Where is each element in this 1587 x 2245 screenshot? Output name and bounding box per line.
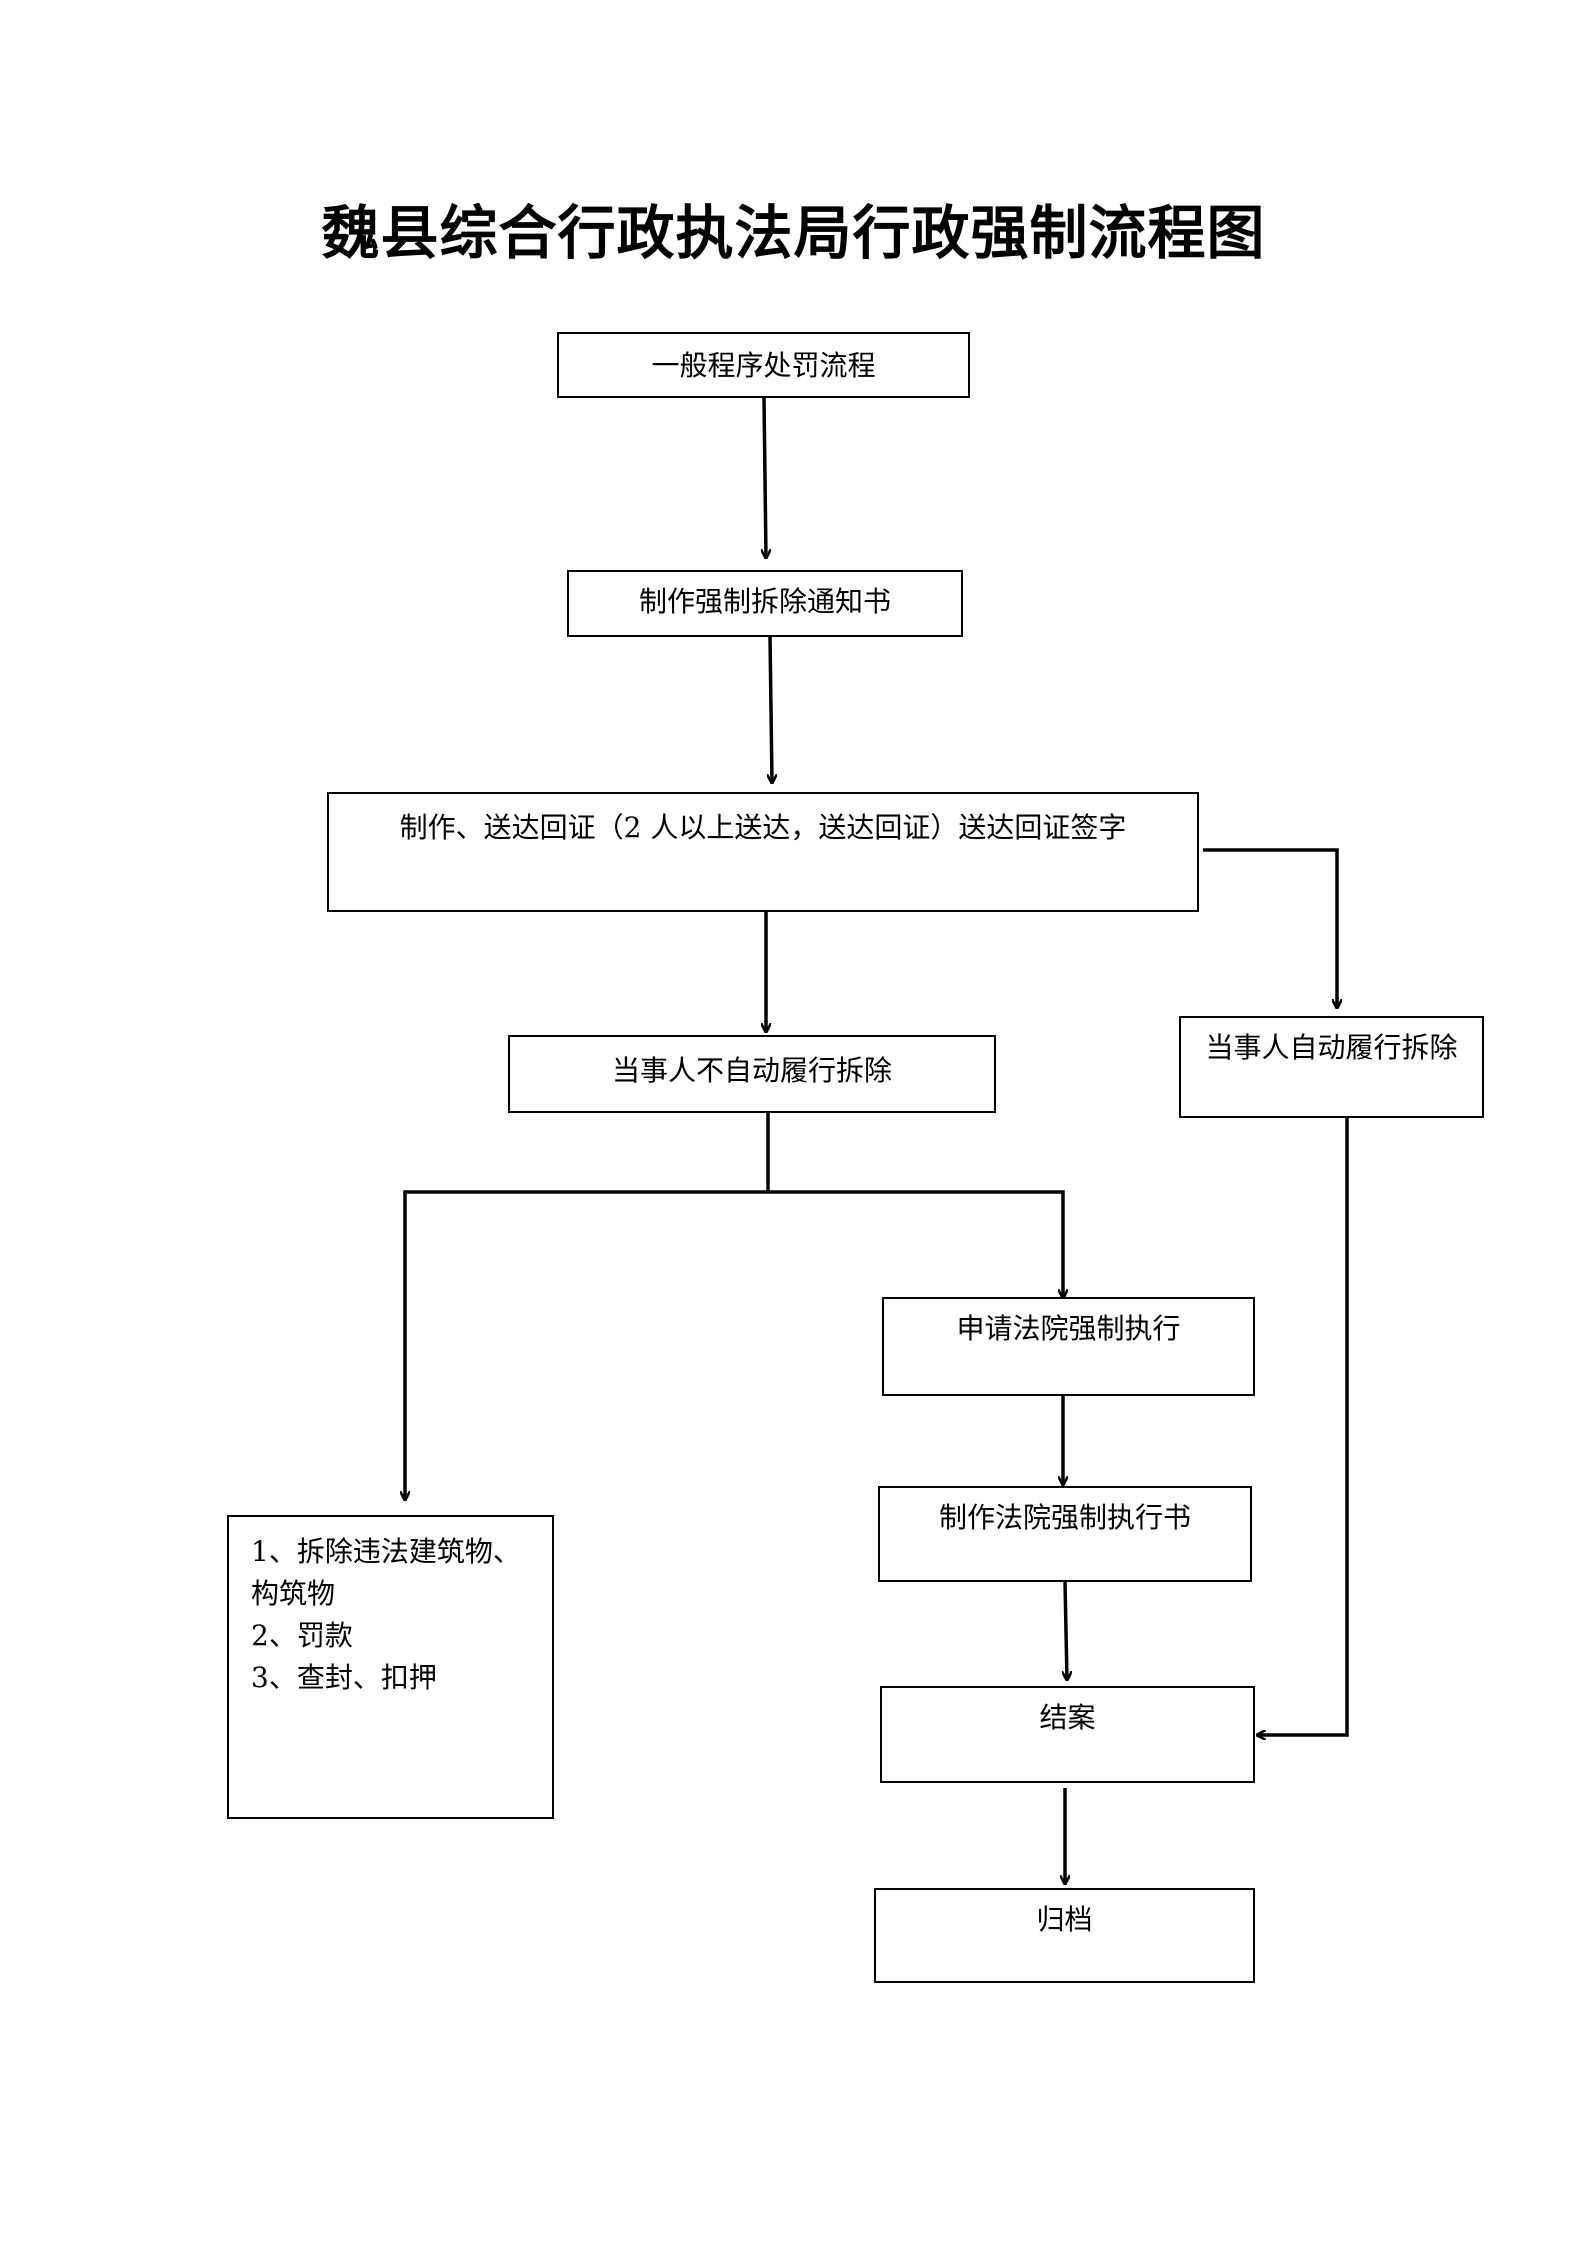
measure-item: 1、拆除违法建筑物、构筑物 xyxy=(251,1535,521,1610)
arrow-general-to-notice xyxy=(764,397,766,558)
node-close-case: 结案 xyxy=(880,1686,1255,1783)
arrow-split-to-court-apply xyxy=(768,1190,1063,1298)
node-general-procedure: 一般程序处罚流程 xyxy=(557,332,970,398)
node-enforcement-measures: 1、拆除违法建筑物、构筑物 2、罚款 3、查封、扣押 xyxy=(227,1515,554,1819)
node-court-order: 制作法院强制执行书 xyxy=(878,1486,1252,1582)
node-court-apply: 申请法院强制执行 xyxy=(882,1297,1255,1396)
measure-item: 2、罚款 xyxy=(251,1619,353,1652)
arrow-split-to-measures xyxy=(405,1190,768,1500)
node-not-voluntary: 当事人不自动履行拆除 xyxy=(508,1035,996,1113)
arrow-order-to-close xyxy=(1065,1581,1067,1680)
node-voluntary: 当事人自动履行拆除 xyxy=(1179,1016,1484,1118)
page-title: 魏县综合行政执法局行政强制流程图 xyxy=(321,199,1266,267)
arrow-notice-to-receipt xyxy=(770,635,772,783)
arrow-receipt-to-voluntary xyxy=(1203,848,1337,1008)
node-archive: 归档 xyxy=(874,1888,1255,1983)
arrow-voluntary-to-close xyxy=(1257,1118,1349,1735)
node-service-receipt: 制作、送达回证（2 人以上送达，送达回证）送达回证签字 xyxy=(327,792,1199,912)
measure-item: 3、查封、扣押 xyxy=(251,1661,437,1694)
node-demolition-notice: 制作强制拆除通知书 xyxy=(567,570,963,637)
